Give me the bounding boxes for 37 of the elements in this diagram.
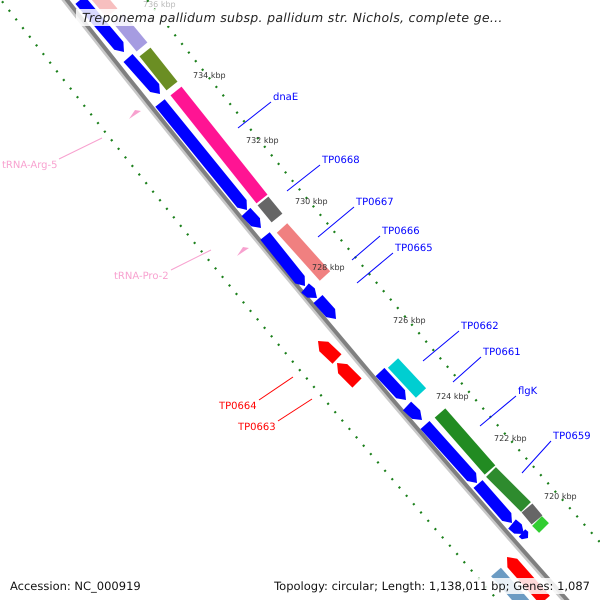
gene-label: TP0661 [483, 346, 521, 359]
gene-label: flgK [518, 385, 538, 398]
scale-label: 734 kbp [193, 71, 226, 80]
leader-line [452, 356, 482, 382]
leader-line [352, 236, 380, 260]
leader-line [258, 376, 294, 400]
leader-line [318, 206, 354, 238]
leader-line [170, 250, 212, 270]
gene-label: TP0659 [553, 430, 591, 443]
gene-label: dnaE [273, 91, 298, 104]
leader-line [278, 398, 312, 422]
scale-label: 720 kbp [544, 492, 577, 501]
leader-line [480, 396, 516, 426]
gene-label: TP0665 [395, 242, 433, 255]
scale-label: 728 kbp [312, 263, 345, 272]
leader-line [58, 138, 102, 160]
footer-text: Accession: NC_000919 [8, 578, 143, 594]
leader-line [238, 102, 272, 128]
gene-label: TP0664 [219, 400, 257, 413]
gene-label: TP0666 [382, 225, 420, 238]
gene-label: tRNA-Pro-2 [114, 270, 169, 283]
gene-label: TP0667 [356, 196, 394, 209]
leader-line [422, 330, 460, 362]
scale-label: 724 kbp [436, 392, 469, 401]
gene-label: TP0662 [461, 320, 499, 333]
scale-label: 732 kbp [246, 136, 279, 145]
scale-label: 726 kbp [393, 316, 426, 325]
leader-line [286, 164, 320, 192]
scale-label: 736 kbp [143, 0, 176, 9]
leader-line [522, 440, 552, 474]
gene-label: TP0663 [238, 421, 276, 434]
scale-label: 730 kbp [295, 197, 328, 206]
footer-text: Topology: circular; Length: 1,138,011 bp; Genes: 1,087 [272, 578, 592, 594]
gene-label: TP0668 [322, 154, 360, 167]
scale-label: 722 kbp [494, 434, 527, 443]
leader-line [356, 252, 394, 284]
gene-label: tRNA-Arg-5 [2, 159, 58, 172]
